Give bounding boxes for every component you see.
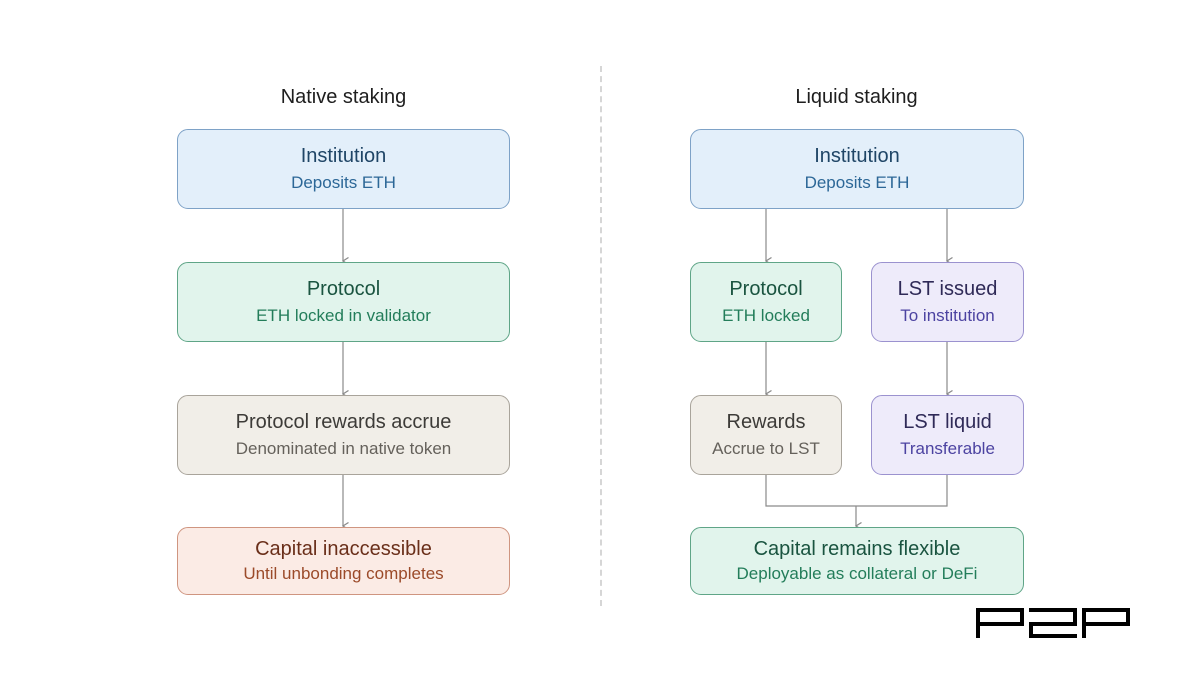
liquid-capital-sub: Deployable as collateral or DeFi [736,564,978,583]
lst-issued-title: LST issued [897,278,998,300]
liquid-institution-sub: Deposits ETH [804,173,910,192]
column-divider [600,66,602,606]
native-institution-box: Institution Deposits ETH [177,129,510,209]
native-rewards-box: Protocol rewards accrue Denominated in n… [177,395,510,475]
liquid-protocol-box: Protocol ETH locked [690,262,842,342]
native-capital-box: Capital inaccessible Until unbonding com… [177,527,510,595]
native-institution-sub: Deposits ETH [291,173,396,192]
liquid-rewards-box: Rewards Accrue to LST [690,395,842,475]
liquid-rewards-sub: Accrue to LST [712,439,820,458]
native-capital-sub: Until unbonding completes [243,564,444,583]
lst-liquid-title: LST liquid [903,411,992,433]
lst-liquid-sub: Transferable [900,439,995,458]
native-rewards-title: Protocol rewards accrue [235,411,452,433]
liquid-rewards-title: Rewards [726,411,806,433]
liquid-protocol-title: Protocol [729,278,803,300]
p2p-logo [976,608,1130,638]
native-protocol-title: Protocol [306,278,381,300]
lst-issued-box: LST issued To institution [871,262,1024,342]
native-staking-heading: Native staking [280,86,407,108]
lst-issued-sub: To institution [900,306,995,325]
native-capital-title: Capital inaccessible [255,538,432,560]
lst-liquid-box: LST liquid Transferable [871,395,1024,475]
arrow-merge-to-capital [765,475,948,526]
liquid-protocol-sub: ETH locked [722,306,810,325]
liquid-capital-box: Capital remains flexible Deployable as c… [690,527,1024,595]
native-protocol-box: Protocol ETH locked in validator [177,262,510,342]
liquid-institution-box: Institution Deposits ETH [690,129,1024,209]
liquid-staking-heading: Liquid staking [795,86,918,108]
native-institution-title: Institution [300,145,387,167]
native-rewards-sub: Denominated in native token [235,439,452,458]
liquid-capital-title: Capital remains flexible [753,538,961,560]
native-protocol-sub: ETH locked in validator [256,306,431,325]
liquid-institution-title: Institution [814,145,900,167]
